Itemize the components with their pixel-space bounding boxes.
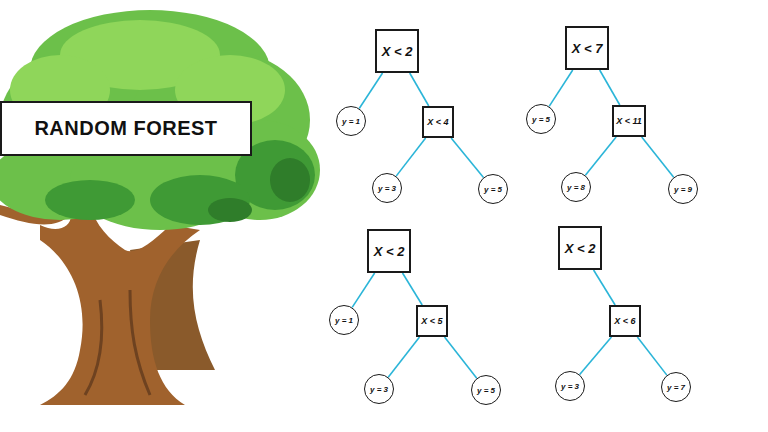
branch-line [580, 337, 612, 375]
split-rule: X < 11 [616, 116, 642, 126]
branch-line [396, 138, 425, 176]
decision-box: X < 11 [612, 105, 646, 137]
leaf-value: y = 3 [561, 382, 579, 391]
split-rule: X < 2 [382, 44, 413, 59]
split-rule: X < 2 [565, 241, 596, 256]
leaf-value: y = 7 [667, 383, 685, 392]
leaf-circle: y = 1 [336, 106, 366, 136]
split-rule: X < 5 [421, 316, 442, 326]
branch-line [585, 137, 616, 175]
branch-line [549, 70, 573, 106]
branch-line [388, 337, 419, 377]
leaf-circle: y = 3 [372, 173, 402, 203]
leaf-circle: y = 8 [561, 172, 591, 202]
split-rule: X < 7 [572, 41, 603, 56]
leaf-circle: y = 7 [661, 372, 691, 402]
decision-box: X < 2 [367, 229, 411, 273]
branch-line [642, 137, 674, 177]
branch-line [637, 337, 666, 375]
leaf-circle: y = 5 [471, 375, 501, 405]
branch-line [410, 73, 429, 106]
branch-line [359, 73, 382, 108]
branch-line [594, 270, 616, 305]
split-rule: X < 2 [374, 244, 405, 259]
leaf-value: y = 5 [484, 185, 502, 194]
decision-box: X < 4 [422, 106, 454, 138]
decision-box: X < 6 [609, 305, 641, 337]
branch-line [451, 138, 483, 177]
title-box: RANDOM FOREST [0, 101, 252, 156]
branch-line [600, 70, 620, 105]
decision-box: X < 7 [565, 26, 609, 70]
leaf-circle: y = 3 [555, 371, 585, 401]
leaf-value: y = 3 [370, 385, 388, 394]
leaf-value: y = 5 [477, 386, 495, 395]
branch-line [445, 337, 477, 378]
leaf-circle: y = 5 [526, 104, 556, 134]
leaf-circle: y = 9 [668, 174, 698, 204]
leaf-value: y = 1 [335, 316, 353, 325]
split-rule: X < 4 [427, 117, 448, 127]
branch-line [403, 273, 423, 305]
leaf-value: y = 5 [532, 115, 550, 124]
title-text: RANDOM FOREST [34, 117, 217, 140]
leaf-value: y = 8 [567, 183, 585, 192]
decision-box: X < 2 [375, 29, 419, 73]
decision-box: X < 2 [558, 226, 602, 270]
leaf-circle: y = 1 [329, 305, 359, 335]
leaf-value: y = 3 [378, 184, 396, 193]
split-rule: X < 6 [614, 316, 635, 326]
branch-line [352, 273, 374, 307]
decision-box: X < 5 [416, 305, 448, 337]
leaf-value: y = 1 [342, 117, 360, 126]
leaf-circle: y = 3 [364, 374, 394, 404]
leaf-circle: y = 5 [478, 174, 508, 204]
leaf-value: y = 9 [674, 185, 692, 194]
